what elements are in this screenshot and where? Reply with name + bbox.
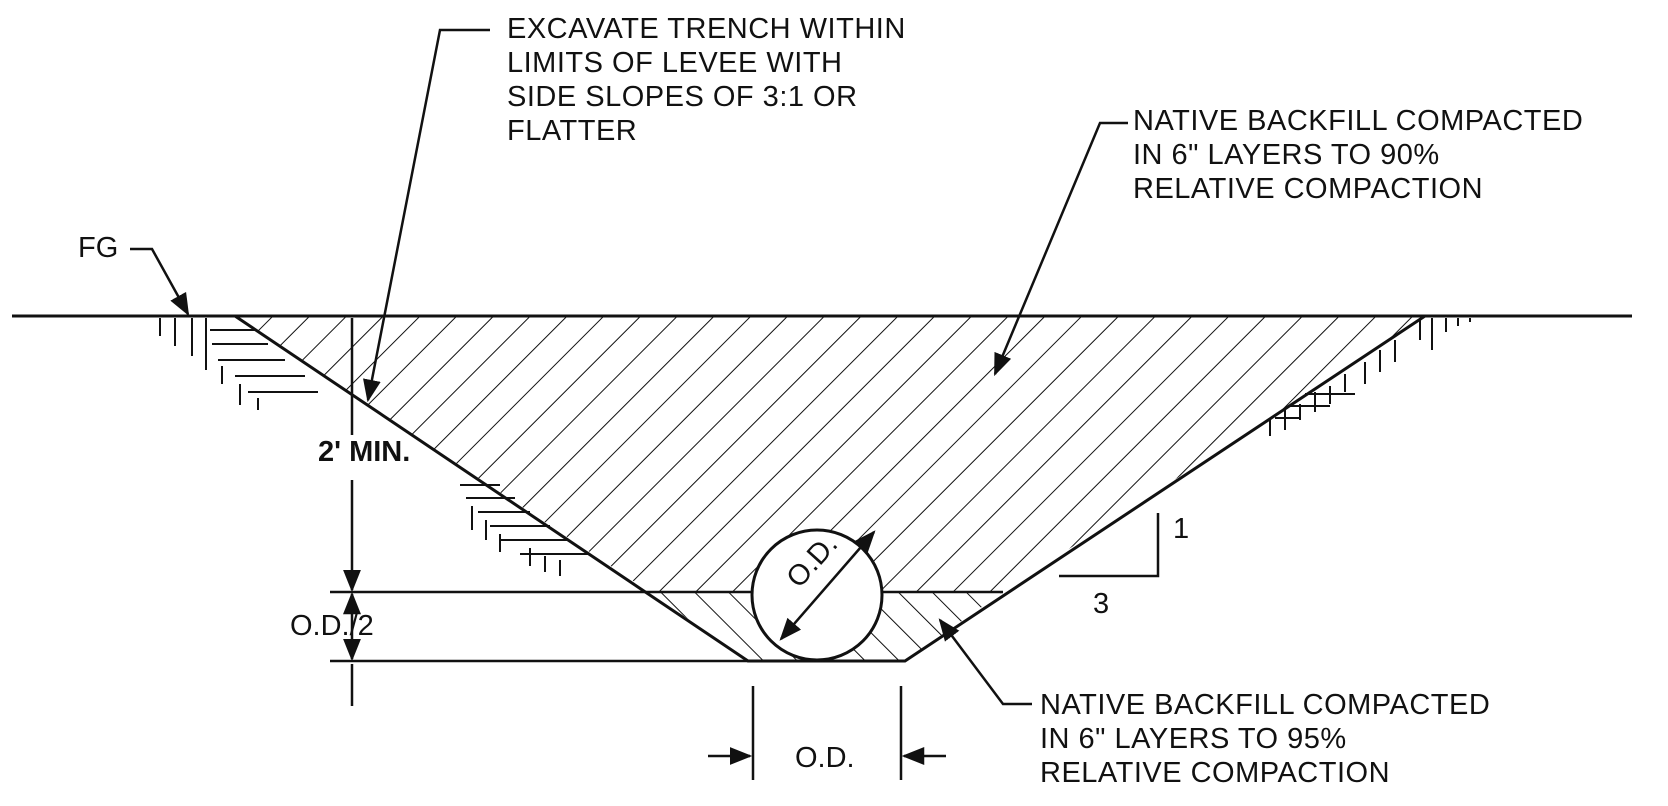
native-soil-left xyxy=(159,318,590,576)
slope-run-label: 3 xyxy=(1093,588,1110,620)
excavate-note: EXCAVATE TRENCH WITHIN LIMITS OF LEVEE W… xyxy=(507,12,906,148)
excavate-leader xyxy=(363,28,490,403)
backfill-90-note: NATIVE BACKFILL COMPACTED IN 6" LAYERS T… xyxy=(1133,104,1583,206)
backfill-95-note-line-2: IN 6" LAYERS TO 95% xyxy=(1040,723,1347,755)
excavate-note-line-4: FLATTER xyxy=(507,115,638,147)
excavate-note-line-2: LIMITS OF LEVEE WITH xyxy=(507,47,843,79)
vertical-dimension xyxy=(330,318,748,706)
slope-rise-label: 1 xyxy=(1173,513,1190,545)
backfill-95-note-line-1: NATIVE BACKFILL COMPACTED xyxy=(1040,689,1491,721)
slope-indicator xyxy=(1059,513,1160,578)
trench-outline xyxy=(234,314,1426,663)
half-od-label: O.D./2 xyxy=(290,610,374,642)
excavate-note-line-1: EXCAVATE TRENCH WITHIN xyxy=(507,13,906,45)
trench-width-label: O.D. xyxy=(795,742,855,774)
backfill-95-note: NATIVE BACKFILL COMPACTED IN 6" LAYERS T… xyxy=(1040,688,1490,790)
backfill-90-zone xyxy=(235,316,1425,592)
backfill-90-note-line-3: RELATIVE COMPACTION xyxy=(1133,173,1484,205)
excavate-note-line-3: SIDE SLOPES OF 3:1 OR xyxy=(507,81,858,113)
native-soil-right xyxy=(1269,318,1471,436)
finished-grade-label: FG xyxy=(78,232,119,264)
backfill-90-leader xyxy=(993,121,1128,377)
leader-lines xyxy=(130,28,1128,706)
pipe-od-dimension xyxy=(779,530,876,641)
backfill-95-note-line-3: RELATIVE COMPACTION xyxy=(1040,757,1391,789)
min-cover-label: 2' MIN. xyxy=(318,436,411,468)
fg-leader xyxy=(130,247,190,316)
backfill-90-note-line-2: IN 6" LAYERS TO 90% xyxy=(1133,139,1440,171)
backfill-90-note-line-1: NATIVE BACKFILL COMPACTED xyxy=(1133,105,1584,137)
backfill-95-leader xyxy=(938,618,1032,706)
trench-width-dimension xyxy=(708,686,946,780)
